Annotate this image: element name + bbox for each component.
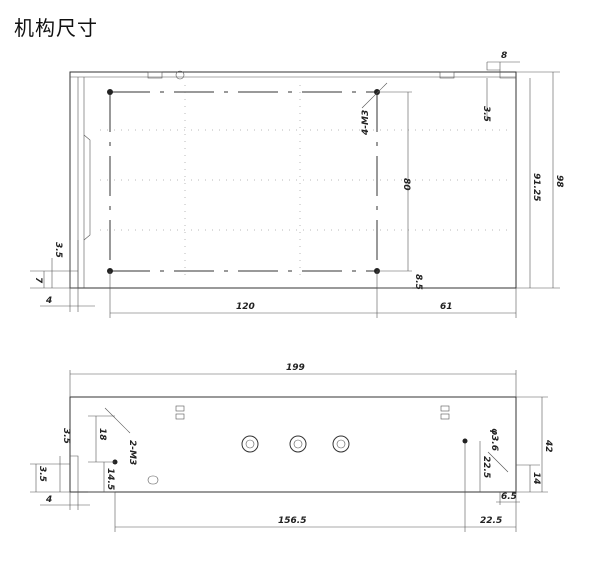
side-view: 199 42 2-M3 18 14.5 3.5 (30, 363, 553, 532)
top-view-outline (69, 71, 517, 289)
top-view: 4-M3 80 8.5 8 3.5 91.25 98 3.5 7 4 (30, 51, 564, 318)
terminal-3 (332, 435, 350, 453)
page-title: 机构尺寸 (14, 16, 98, 40)
hole-note-label: 4-M3 (361, 110, 371, 136)
dim-80-label: 80 (401, 178, 411, 191)
dim-91-25-label: 91.25 (531, 173, 541, 201)
dim-22-5-bottom-label: 22.5 (480, 516, 502, 526)
dim-6-5-label: 6.5 (501, 492, 517, 502)
mount-hole (107, 89, 113, 95)
dim-8-5-label: 8.5 (413, 274, 423, 290)
side-view-outline (69, 396, 517, 493)
dim-8-label: 8 (501, 51, 507, 61)
dim-4-top-label: 4 (45, 296, 52, 306)
dim-3-5-a-label: 3.5 (61, 428, 71, 444)
dim-7-label: 7 (33, 277, 43, 284)
dim-3-5-b-label: 3.5 (37, 466, 47, 482)
terminal-2 (289, 435, 307, 453)
dim-156-5-label: 156.5 (278, 516, 306, 526)
dim-4-side-label: 4 (45, 495, 52, 505)
dim-22-5-right-label: 22.5 (481, 456, 491, 478)
dim-18-label: 18 (97, 428, 107, 441)
dim-199-label: 199 (286, 363, 305, 373)
dim-3-5-right-label: 3.5 (481, 106, 491, 122)
dim-42-label: 42 (543, 439, 553, 453)
dim-14-label: 14 (531, 472, 541, 485)
terminal-1 (241, 435, 259, 453)
dim-61-label: 61 (440, 302, 453, 312)
dim-3-5-left-label: 3.5 (53, 242, 63, 258)
dim-120-label: 120 (236, 302, 255, 312)
side-hole-note-label: 2-M3 (127, 440, 137, 465)
dim-14-5-label: 14.5 (105, 468, 115, 490)
dim-3-6-label: φ3.6 (489, 428, 499, 451)
dim-98-label: 98 (554, 175, 564, 188)
